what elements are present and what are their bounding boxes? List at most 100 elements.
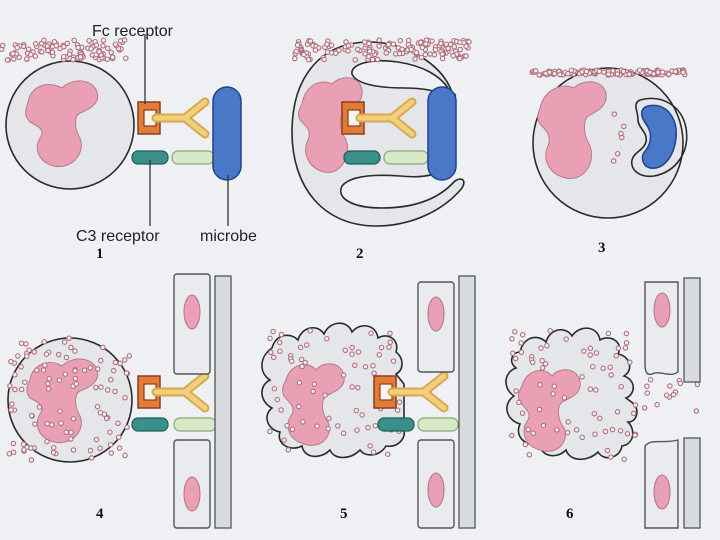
granule <box>88 455 95 461</box>
granule <box>8 407 14 413</box>
granule <box>28 412 35 419</box>
granule <box>539 365 546 371</box>
nucleus-3 <box>537 81 607 179</box>
granule <box>116 445 123 451</box>
granule <box>115 420 121 427</box>
nucleus-1 <box>25 80 99 168</box>
granule <box>292 55 298 62</box>
granule <box>450 53 456 59</box>
granule <box>413 49 420 56</box>
granule <box>312 47 319 53</box>
endothelial-nucleus-6-top <box>653 292 671 328</box>
granule <box>530 430 537 437</box>
granule <box>33 367 40 374</box>
granule <box>87 447 94 454</box>
granule <box>43 351 50 357</box>
endothelial-nucleus-4-bottom <box>183 476 201 512</box>
granule <box>352 362 358 369</box>
granule <box>607 364 613 370</box>
granule <box>88 46 94 52</box>
granule <box>126 353 133 359</box>
granule <box>608 454 614 460</box>
granule <box>617 427 624 434</box>
panel-number-4: 4 <box>96 506 104 522</box>
granule <box>42 362 48 368</box>
c3-fragment-1 <box>171 150 215 165</box>
granule <box>573 427 580 433</box>
granule <box>605 330 612 337</box>
granule <box>618 383 624 390</box>
granule <box>115 434 122 440</box>
granule <box>61 53 67 60</box>
granule <box>423 41 429 47</box>
granule <box>343 39 349 45</box>
granule <box>100 344 106 351</box>
granule <box>627 359 633 366</box>
granule <box>623 340 630 346</box>
granule <box>539 357 545 364</box>
granule <box>647 376 654 383</box>
granule <box>122 452 128 459</box>
granule <box>104 56 111 62</box>
granule <box>386 344 392 350</box>
granule <box>342 347 349 354</box>
granule <box>510 350 516 357</box>
c3-fragment-4 <box>173 417 217 432</box>
granule <box>289 426 296 433</box>
granule <box>4 57 11 63</box>
granule <box>355 384 361 391</box>
granule <box>590 363 596 370</box>
granule <box>417 39 424 46</box>
granule <box>368 330 374 336</box>
granule <box>340 430 347 437</box>
granule <box>108 450 114 456</box>
granule <box>18 340 25 347</box>
granule <box>431 52 438 58</box>
granule <box>374 56 381 63</box>
granule <box>457 55 463 62</box>
phagocytosed-microbe-3 <box>641 104 677 169</box>
panel-6: 6 <box>505 277 701 529</box>
granule <box>592 387 599 393</box>
granule <box>561 394 568 401</box>
granule <box>412 56 418 62</box>
granule <box>644 390 650 396</box>
granule <box>367 443 373 449</box>
granule <box>307 327 313 334</box>
granule <box>311 381 318 387</box>
granules-2 <box>292 37 472 63</box>
granule <box>28 51 34 58</box>
granules-3 <box>529 67 688 78</box>
granule <box>408 46 414 53</box>
granule <box>519 331 526 338</box>
granule <box>18 364 24 370</box>
granule <box>537 382 543 388</box>
granule <box>581 348 587 354</box>
granule <box>516 399 522 406</box>
granule <box>63 429 70 436</box>
granule <box>285 447 292 453</box>
granule <box>271 385 278 392</box>
granule <box>124 424 130 431</box>
phagosome-membrane-3 <box>630 97 688 178</box>
granule <box>101 411 108 417</box>
granule <box>321 56 327 63</box>
granule <box>268 349 274 356</box>
granule <box>614 71 621 77</box>
granule <box>108 377 114 383</box>
granule <box>70 56 76 63</box>
basement-membrane-4 <box>214 275 232 529</box>
granule <box>66 335 72 341</box>
granule <box>568 67 575 73</box>
granule <box>438 40 444 47</box>
granule <box>49 422 55 428</box>
granule <box>45 386 52 392</box>
granule <box>95 366 101 372</box>
granule <box>32 41 39 47</box>
granule <box>39 49 45 55</box>
granule <box>277 348 283 355</box>
granule <box>278 407 284 413</box>
granule <box>296 379 303 386</box>
granule <box>24 353 30 359</box>
granule <box>419 44 426 51</box>
